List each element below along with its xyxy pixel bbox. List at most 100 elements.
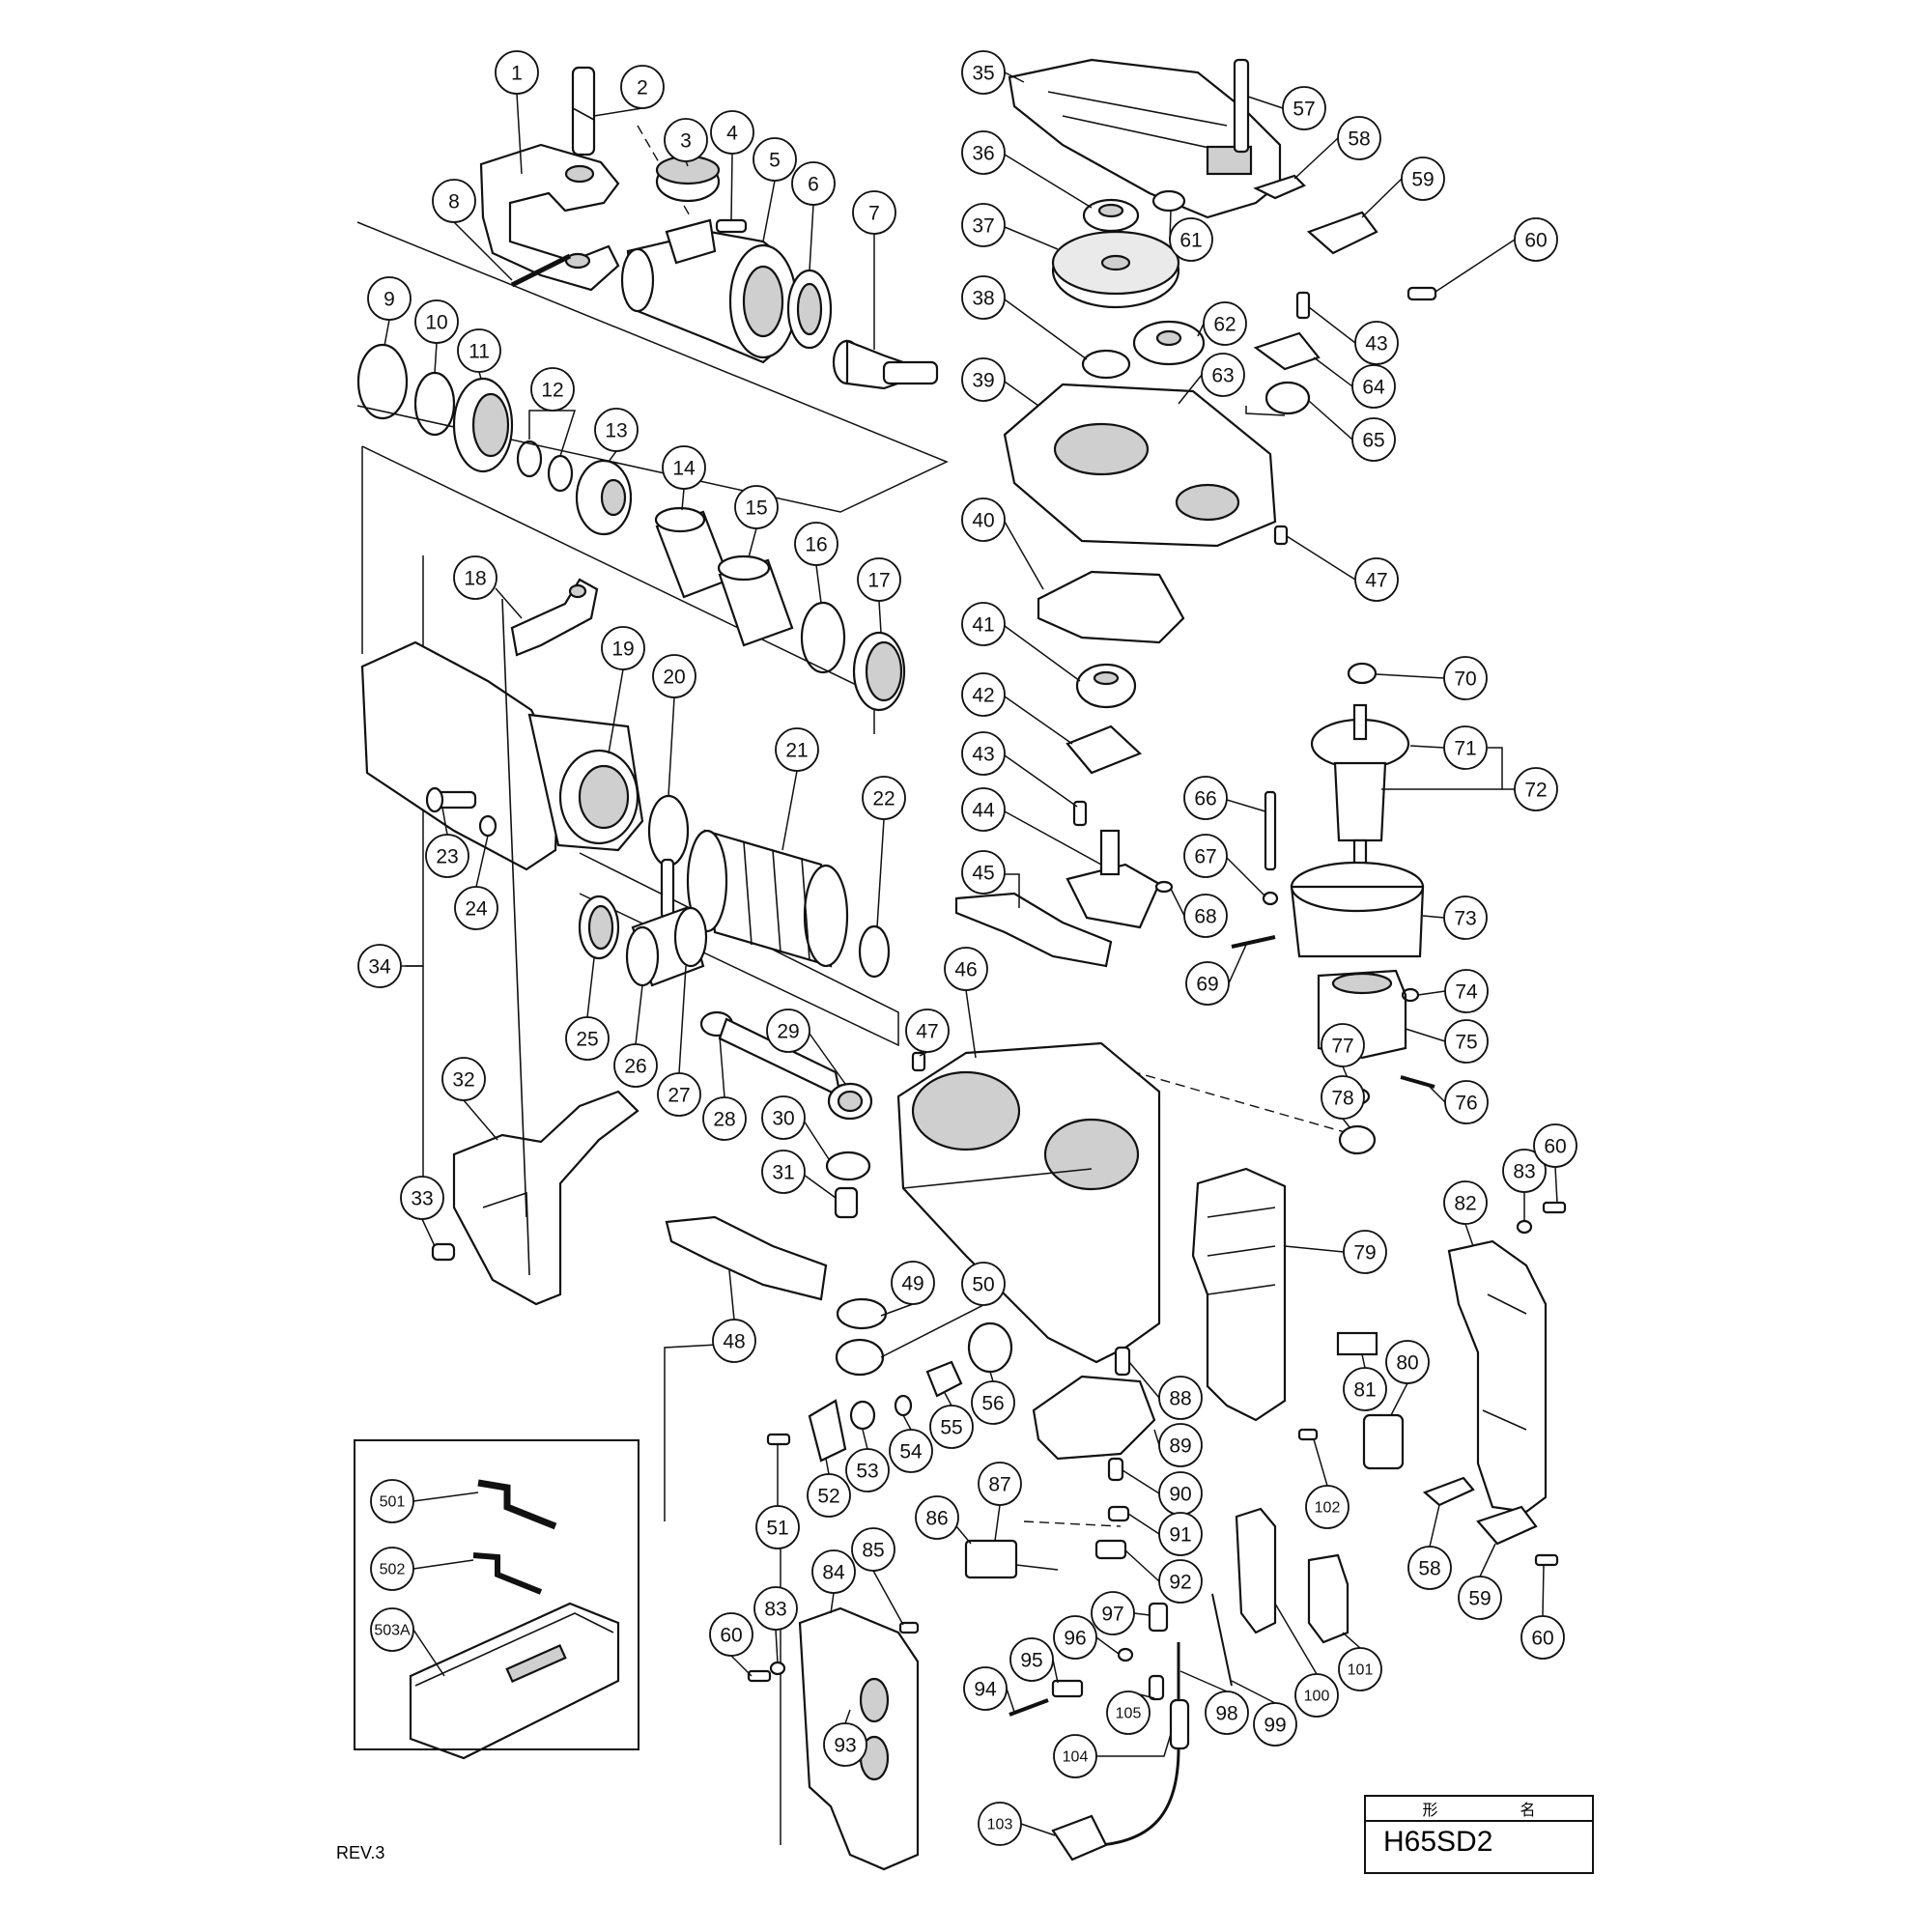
- part-callout-69: 69: [1185, 961, 1230, 1006]
- callout-circle: [734, 485, 779, 529]
- part-callout-92: 92: [1158, 1559, 1203, 1604]
- callout-number: 13: [605, 420, 627, 442]
- callout-circle: [1158, 1376, 1203, 1420]
- callout-circle: [1009, 1637, 1054, 1682]
- part-callout-29: 29: [766, 1009, 810, 1053]
- callout-circle: [1185, 961, 1230, 1006]
- part-callout-9: 9: [367, 276, 412, 321]
- callout-circle: [400, 1176, 444, 1220]
- callout-circle: [1053, 1615, 1097, 1660]
- callout-circle: [1351, 364, 1396, 409]
- part-callout-47: 47: [1354, 557, 1399, 602]
- callout-circle: [1183, 776, 1228, 820]
- part-callout-55: 55: [929, 1405, 974, 1449]
- part-callout-83: 83: [1502, 1149, 1547, 1193]
- callout-number: 39: [972, 370, 994, 392]
- accessory-callout-503A: 503A: [370, 1607, 414, 1652]
- gasket-45: [954, 892, 1113, 968]
- part-callout-34: 34: [357, 944, 402, 988]
- shaft-7: [832, 339, 939, 390]
- callout-number: 35: [972, 63, 994, 85]
- housing-79: [1191, 1167, 1287, 1422]
- part-callout-42: 42: [961, 672, 1006, 717]
- part-callout-64: 64: [1351, 364, 1396, 409]
- rings-12: [516, 440, 574, 493]
- crank-case-46: [896, 1041, 1161, 1364]
- callout-number: 5: [769, 150, 781, 172]
- part-callout-24: 24: [454, 886, 498, 930]
- callout-number: 36: [972, 143, 994, 165]
- part-callout-56: 56: [971, 1380, 1015, 1425]
- nut-67: [1262, 891, 1279, 906]
- callout-circle: [620, 65, 665, 109]
- callout-circle: [862, 776, 906, 820]
- part-callout-32: 32: [441, 1057, 486, 1101]
- clip-59-bottom: [1476, 1505, 1538, 1546]
- noise-filter-86: [964, 1539, 1059, 1579]
- cord-104: [1100, 1698, 1190, 1847]
- screw-60-top: [1406, 286, 1437, 301]
- callout-circle: [1444, 969, 1489, 1013]
- part-callout-31: 31: [761, 1150, 806, 1194]
- callout-circle: [1443, 725, 1488, 770]
- bearing-61: [1151, 189, 1186, 213]
- callout-number: 16: [805, 534, 827, 556]
- callout-circle: [1053, 1734, 1097, 1778]
- callout-circle: [961, 731, 1006, 776]
- key-68: [1154, 880, 1174, 894]
- callout-circle: [961, 275, 1006, 320]
- callout-number: 42: [972, 685, 994, 707]
- callout-number: 71: [1454, 738, 1476, 760]
- connecting-rod-28: [699, 1010, 873, 1121]
- callout-number: 98: [1215, 1703, 1237, 1725]
- revision-label: REV.3: [336, 1843, 385, 1862]
- callout-circle: [889, 1429, 933, 1473]
- part-callout-15: 15: [734, 485, 779, 529]
- part-callout-97: 97: [1091, 1591, 1135, 1635]
- sleeve-14: [654, 506, 731, 599]
- callout-number: 102: [1315, 1500, 1341, 1517]
- part-callout-27: 27: [657, 1072, 701, 1117]
- callout-circle: [664, 118, 708, 162]
- hex-key-502: [472, 1552, 543, 1595]
- part-callout-100: 100: [1294, 1673, 1339, 1718]
- part-callout-90: 90: [1158, 1471, 1203, 1516]
- callout-number: 82: [1454, 1193, 1476, 1215]
- part-callout-103: 103: [978, 1802, 1022, 1846]
- bracket-58-bottom: [1422, 1476, 1475, 1507]
- model-number: H65SD2: [1383, 1826, 1493, 1858]
- callout-number: 46: [954, 959, 977, 981]
- part-callout-60: 60: [1514, 217, 1558, 262]
- part-callout-67: 67: [1183, 834, 1228, 878]
- part-callout-5: 5: [753, 137, 797, 182]
- accessory-callout-502: 502: [370, 1547, 414, 1591]
- screw-85: [898, 1621, 920, 1634]
- callout-number: 96: [1064, 1628, 1086, 1650]
- callout-number: 58: [1418, 1558, 1440, 1580]
- sleeve-105: [1148, 1674, 1165, 1701]
- callout-number: 55: [940, 1417, 962, 1439]
- callout-circle: [978, 1802, 1022, 1846]
- callout-number: 68: [1194, 906, 1216, 928]
- o-ring-49: [836, 1297, 888, 1330]
- part-callout-58: 58: [1407, 1546, 1452, 1590]
- callout-circle: [1401, 156, 1445, 201]
- cover-52: [808, 1399, 847, 1463]
- callout-circle: [961, 50, 1006, 95]
- part-callout-11: 11: [457, 328, 501, 373]
- part-callout-84: 84: [811, 1549, 856, 1594]
- callout-circle: [453, 555, 497, 600]
- callout-circle: [1407, 1546, 1452, 1590]
- o-ring-22: [858, 924, 891, 979]
- part-callout-13: 13: [594, 408, 639, 452]
- callout-number: 61: [1179, 230, 1202, 252]
- part-callout-4: 4: [710, 110, 754, 155]
- ring-17: [852, 631, 906, 712]
- callout-circle: [811, 1549, 856, 1594]
- part-callout-48: 48: [712, 1319, 756, 1363]
- bolt-43-top: [1295, 291, 1311, 320]
- callout-circle: [357, 944, 402, 988]
- clamp-95: [1051, 1679, 1084, 1698]
- callout-circle: [425, 834, 469, 878]
- part-callout-82: 82: [1443, 1180, 1488, 1225]
